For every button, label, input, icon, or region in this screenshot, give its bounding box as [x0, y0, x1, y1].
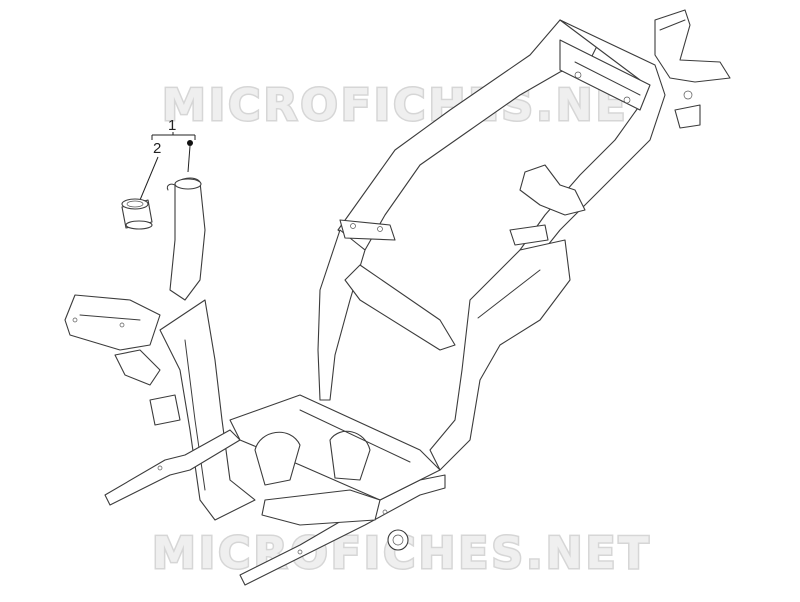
- side-rail-right: [429, 239, 571, 471]
- watermark-top: MICROFICHES.NET: [161, 79, 662, 133]
- engine-mount-bracket: [261, 489, 381, 526]
- rear-crossmember: [559, 39, 651, 111]
- side-bracket: [519, 164, 586, 216]
- rear-top-bracket: [654, 9, 731, 83]
- callout-dot-1: [187, 140, 193, 146]
- center-cross-brace: [344, 264, 456, 351]
- callout-label-1: 1: [168, 117, 176, 134]
- headstock-gusset: [64, 294, 161, 351]
- svg-text:MICROFICHES.NET: MICROFICHES.NET: [162, 80, 662, 131]
- callout-label-2: 2: [153, 140, 161, 157]
- scooter-frame: [64, 9, 731, 586]
- front-down-tube: [159, 299, 256, 521]
- callout-group: 1 2: [121, 117, 196, 230]
- steering-head-tube: [169, 177, 206, 301]
- side-rail-left: [317, 229, 366, 401]
- bushing-part: [121, 198, 153, 230]
